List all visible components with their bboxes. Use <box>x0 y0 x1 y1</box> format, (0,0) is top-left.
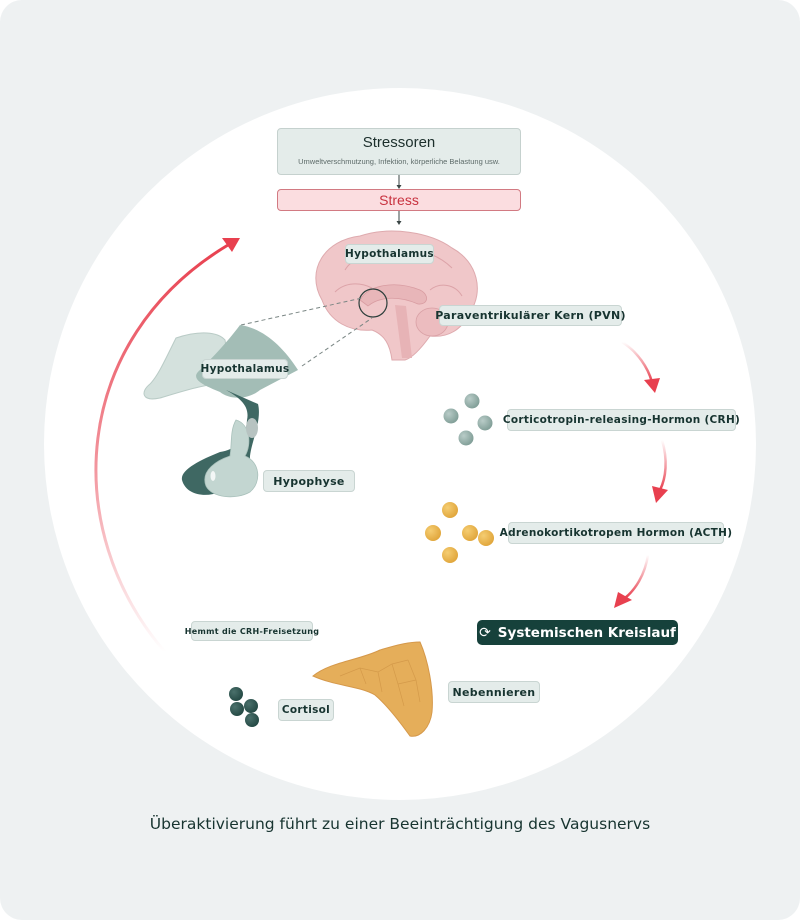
label-hypothalamus-brain: Hypothalamus <box>345 244 434 264</box>
stress-box: Stress <box>277 189 521 211</box>
arrow-pvn-to-crh <box>621 340 660 393</box>
systemic-circulation-label: Systemischen Kreislauf <box>497 624 676 641</box>
label-hypophyse: Hypophyse <box>263 470 355 492</box>
crh-molecule <box>477 415 493 431</box>
label-pvn: Paraventrikulärer Kern (PVN) <box>435 305 625 326</box>
acth-molecule <box>462 525 478 541</box>
feedback-arc-arrow <box>94 238 240 653</box>
cortisol-molecules <box>229 687 259 727</box>
refresh-cycle-icon: ⟳ <box>479 624 491 641</box>
crh-molecule <box>443 408 459 424</box>
acth-molecule <box>478 530 494 546</box>
label-inhibit-crh: Hemmt die CRH-Freisetzung <box>185 621 319 641</box>
acth-molecule <box>425 525 441 541</box>
adrenal-gland-illustration <box>312 641 433 737</box>
arrow-crh-to-acth <box>652 439 668 503</box>
crh-molecules <box>443 393 493 446</box>
acth-molecules <box>425 502 494 563</box>
cortisol-molecule <box>245 713 259 727</box>
label-crh: Corticotropin-releasing-Hormon (CRH) <box>503 409 740 431</box>
label-acth: Adrenokortikotropem Hormon (ACTH) <box>500 522 732 544</box>
label-cortisol: Cortisol <box>278 699 334 721</box>
flow-arrow-stressors-to-stress <box>396 175 402 189</box>
diagram-caption: Überaktivierung führt zu einer Beeinträc… <box>149 815 651 833</box>
stressors-title: Stressoren <box>362 134 436 151</box>
label-adrenal: Nebennieren <box>448 681 540 703</box>
arrow-acth-to-circulation <box>614 554 650 608</box>
stressors-box: Stressoren Umweltverschmutzung, Infektio… <box>277 128 521 175</box>
cortisol-molecule <box>229 687 243 701</box>
systemic-circulation-badge: ⟳ Systemischen Kreislauf <box>477 620 678 645</box>
label-hypothalamus-detail: Hypothalamus <box>201 359 289 379</box>
flow-arrow-stress-to-brain <box>396 211 402 225</box>
acth-molecule <box>442 502 458 518</box>
cortisol-molecule <box>230 702 244 716</box>
acth-molecule <box>442 547 458 563</box>
cortisol-molecule <box>244 699 258 713</box>
crh-molecule <box>464 393 480 409</box>
callout-lines <box>240 297 373 367</box>
crh-molecule <box>458 430 474 446</box>
stressors-subtitle: Umweltverschmutzung, Infektion, körperli… <box>298 157 500 166</box>
